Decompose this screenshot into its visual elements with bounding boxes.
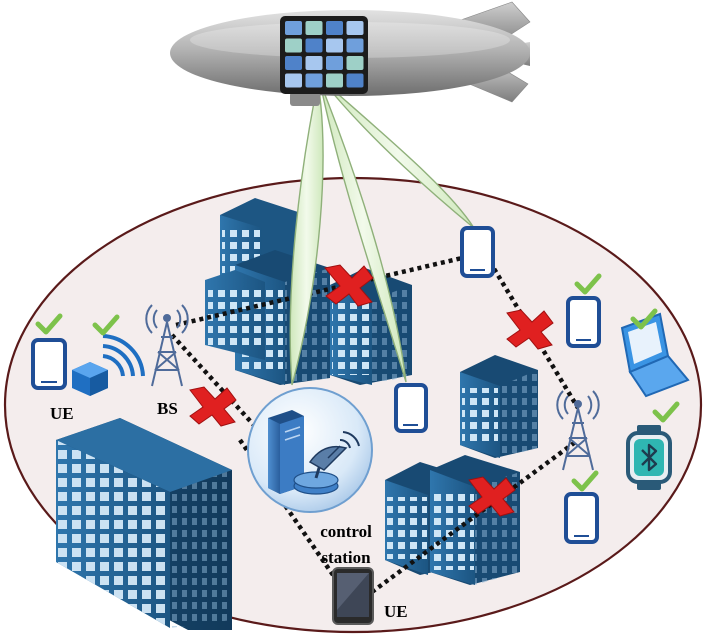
array-element	[326, 73, 343, 88]
array-element	[285, 56, 302, 70]
bs-label: BS	[157, 399, 178, 418]
array-element	[305, 38, 323, 53]
building-icon	[460, 355, 538, 458]
control-station-label-line2: station	[321, 548, 371, 567]
wifi-router-icon	[72, 334, 145, 396]
array-element	[285, 73, 302, 88]
array-element	[326, 38, 343, 53]
control-station-label-line1: control	[320, 522, 372, 541]
array-element	[346, 38, 364, 53]
phone-icon	[31, 338, 67, 390]
failure-cross-icon	[189, 386, 237, 427]
phone-icon	[566, 296, 601, 348]
phone-icon	[564, 492, 599, 544]
smartwatch-icon	[626, 425, 672, 490]
array-element	[305, 73, 323, 88]
building-icon	[56, 418, 232, 630]
array-element	[285, 21, 302, 35]
array-element	[346, 73, 364, 88]
checkmark-icon	[35, 273, 680, 492]
ue-label-left: UE	[50, 404, 74, 423]
failure-cross-icon	[468, 476, 516, 517]
phased-array-icon	[280, 16, 368, 94]
array-element	[305, 21, 323, 35]
array-element	[326, 21, 343, 35]
laptop-icon	[620, 312, 690, 398]
building-icon	[430, 455, 520, 585]
cell-tower-icon	[145, 304, 189, 387]
satellite-dish-icon	[293, 431, 360, 495]
array-element	[326, 56, 343, 70]
bluetooth-icon	[641, 443, 658, 472]
control-station	[247, 387, 373, 513]
control-station-label: control station	[306, 519, 386, 571]
ue-label-bottom: UE	[384, 602, 408, 621]
tablet-icon	[332, 567, 374, 625]
failure-cross-icon	[506, 309, 554, 350]
phone-icon	[394, 383, 428, 433]
array-element	[346, 21, 364, 35]
airship-beams	[289, 79, 475, 386]
array-element	[346, 56, 364, 70]
failure-cross-icon	[324, 264, 374, 307]
cell-tower-icon	[556, 390, 600, 471]
phone-icon	[460, 226, 495, 278]
server-icon	[268, 410, 304, 494]
array-element	[285, 38, 302, 53]
building-icon	[205, 270, 265, 360]
array-element	[305, 56, 323, 70]
